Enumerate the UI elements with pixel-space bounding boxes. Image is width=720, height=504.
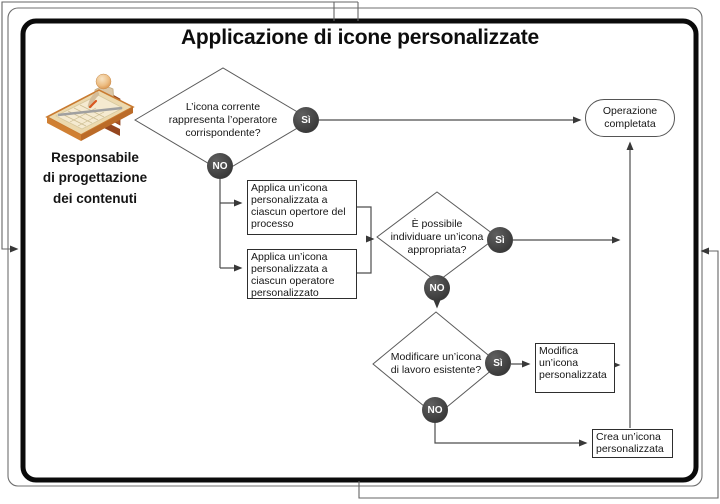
top-frame-tab (333, 2, 359, 21)
wrap-connector-left (1, 1, 358, 253)
decision-find-icon-text: È possibile individuare un’icona appropr… (390, 218, 484, 257)
no-node-2: NO (424, 275, 450, 301)
end-node: Operazione completata (585, 99, 675, 137)
no-node-3: NO (422, 397, 448, 423)
pencil-icon (88, 99, 98, 109)
modify-custom-icon-box: Modifica un’icona personalizzata (535, 343, 615, 393)
role-label: Responsabile di progettazione dei conten… (42, 150, 148, 206)
create-custom-icon-box: Crea un’icona personalizzata (592, 429, 673, 458)
decision-current-icon-text: L’icona corrente rappresenta l’operatore… (168, 101, 278, 140)
yes-node-3: Sì (485, 350, 511, 376)
person-arm (87, 91, 100, 109)
wrap-connector-right (358, 247, 719, 499)
apply-icon-process-box: Applica un’icona personalizzata a ciascu… (247, 180, 357, 235)
content-designer-icon (40, 64, 140, 148)
apply-icon-custom-box: Applica un’icona personalizzata a ciascu… (247, 249, 357, 299)
t-square-ruler (57, 106, 123, 117)
yes-node-1: Sì (293, 107, 319, 133)
yes-node-2: Sì (487, 227, 513, 253)
diagram-title: Applicazione di icone personalizzate (180, 26, 540, 49)
decision-modify-icon-text: Modificare un’icona di lavoro esistente? (390, 351, 482, 377)
inner-frame (20, 18, 699, 483)
no-node-1: NO (207, 153, 233, 179)
person-head (95, 73, 112, 90)
outer-frame (7, 7, 703, 487)
flow-connectors (219, 116, 634, 447)
